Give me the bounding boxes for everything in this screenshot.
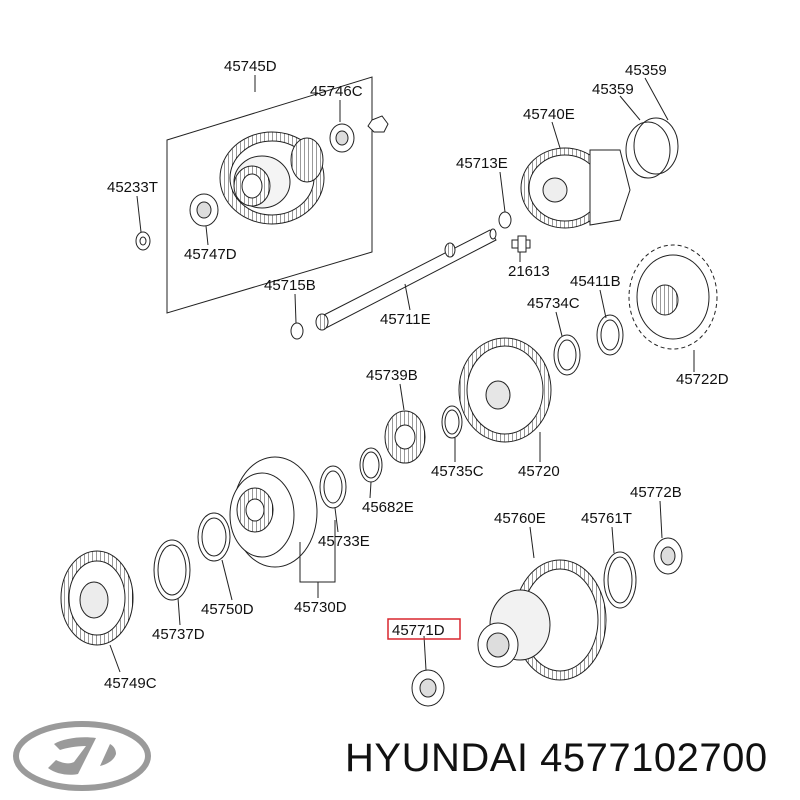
seal-45771D [411, 669, 445, 707]
label-45760E: 45760E [494, 510, 546, 527]
ring-45737D [153, 539, 191, 601]
ring-45734C [553, 334, 581, 376]
gear-45720 [458, 337, 552, 443]
ring-45682E [359, 447, 383, 483]
label-45722D: 45722D [676, 371, 729, 388]
rings-45359 [625, 117, 679, 179]
assembly-45745D-box [166, 76, 373, 314]
label-45720: 45720 [518, 463, 560, 480]
washer-45233T [135, 231, 151, 251]
carrier-45730D [229, 456, 318, 568]
label-45359-a: 45359 [625, 62, 667, 79]
highlight-box-45771D [387, 618, 461, 640]
ring-45411B [596, 314, 624, 356]
label-45730D: 45730D [294, 599, 347, 616]
label-45734C: 45734C [527, 295, 580, 312]
bolt-21613 [511, 235, 531, 253]
ring-45750D [197, 512, 231, 562]
label-45761T: 45761T [581, 510, 632, 527]
label-45715B: 45715B [264, 277, 316, 294]
seal-45772B [653, 537, 683, 575]
ring-45733E [319, 465, 347, 509]
label-45746C: 45746C [310, 83, 363, 100]
label-21613: 21613 [508, 263, 550, 280]
label-45772B: 45772B [630, 484, 682, 501]
label-45735C: 45735C [431, 463, 484, 480]
gear-45739B [384, 410, 426, 464]
label-45359-b: 45359 [592, 81, 634, 98]
shaft-45711E [315, 228, 497, 331]
ring-45761T [603, 551, 637, 609]
ring-45713E [498, 211, 512, 229]
gear-45749C [60, 550, 134, 646]
brand-part-caption: HYUNDAI 4577102700 [345, 736, 768, 781]
sprocket-45722D [628, 244, 718, 350]
label-45411B: 45411B [570, 273, 621, 290]
bearing-45747D [189, 193, 219, 227]
ring-45715B [290, 322, 304, 340]
ring-45735C [441, 405, 463, 439]
label-45747D: 45747D [184, 246, 237, 263]
leader-lines [109, 75, 695, 673]
gear-45745D [219, 131, 325, 225]
label-45740E: 45740E [523, 106, 575, 123]
label-45771D[interactable]: 45771D [392, 622, 445, 639]
label-45745D: 45745D [224, 58, 277, 75]
label-45682E: 45682E [362, 499, 414, 516]
differential-45760E [477, 559, 607, 681]
gear-45746C-small [290, 115, 389, 183]
label-45713E: 45713E [456, 155, 508, 172]
label-45233T: 45233T [107, 179, 158, 196]
label-45711E: 45711E [380, 311, 431, 328]
hyundai-logo-icon [13, 721, 151, 791]
label-45750D: 45750D [201, 601, 254, 618]
label-45737D: 45737D [152, 626, 205, 643]
label-45749C: 45749C [104, 675, 157, 692]
label-45733E: 45733E [318, 533, 370, 550]
label-45739B: 45739B [366, 367, 418, 384]
brand-name: HYUNDAI [345, 736, 529, 780]
part-number: 4577102700 [540, 736, 768, 780]
gear-45740E [520, 147, 631, 229]
